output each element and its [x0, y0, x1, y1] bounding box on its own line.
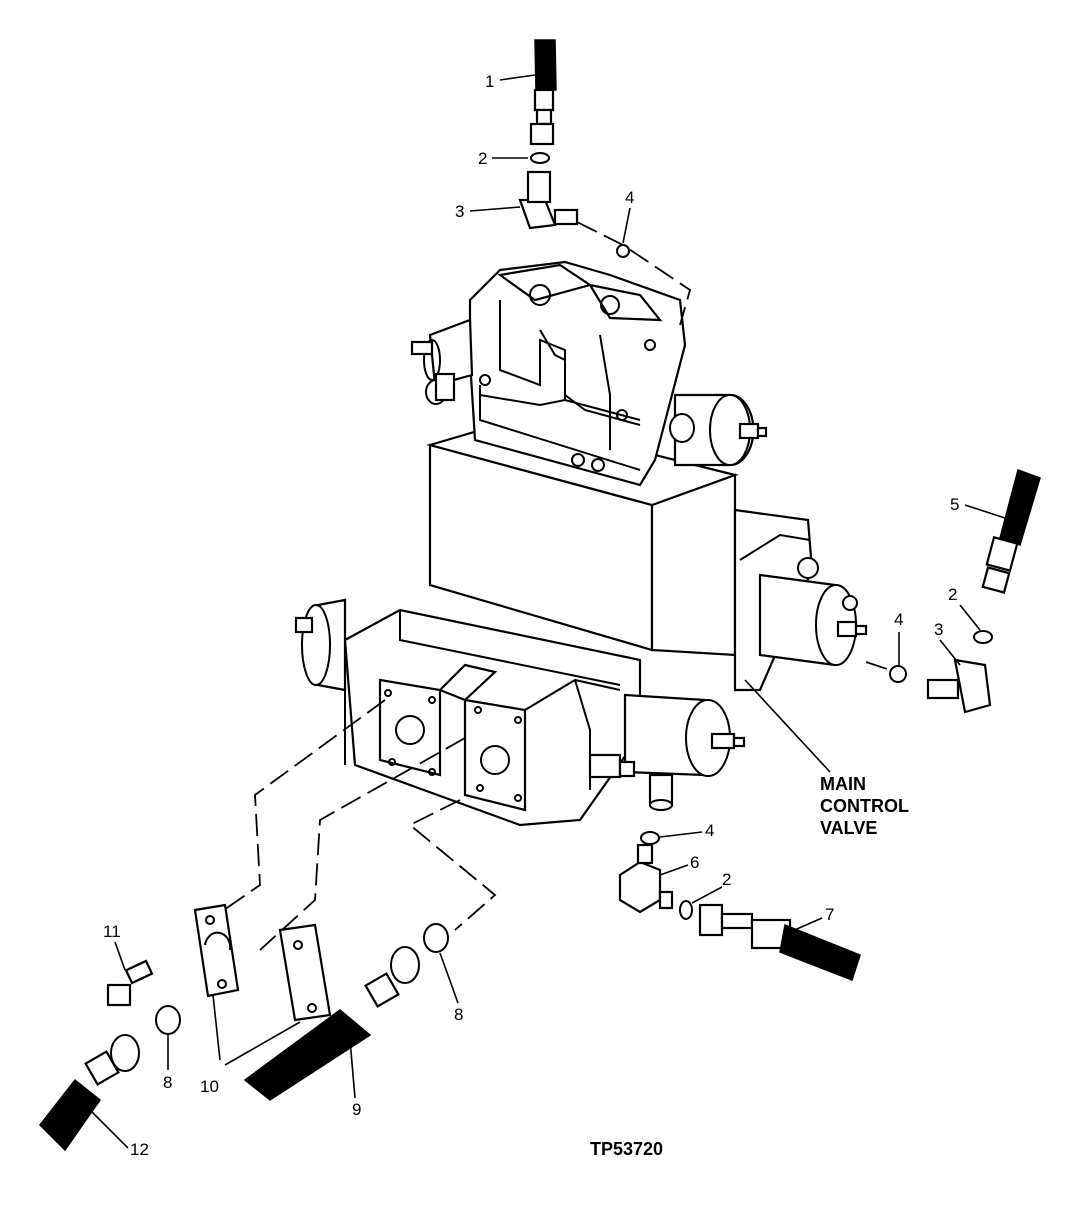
bottom-spool-assembly	[294, 557, 868, 827]
port-flange-right	[463, 698, 527, 812]
o-ring-8-right	[423, 923, 449, 953]
right-hose-assembly	[865, 469, 1041, 714]
o-ring-8-left	[155, 1005, 181, 1035]
cap-screw-11	[106, 983, 132, 1007]
bottom-left-assembly	[39, 699, 497, 1152]
main-control-valve: MAIN CONTROL VALVE	[294, 260, 909, 838]
hose-9	[243, 1009, 372, 1101]
callout-3-top: 3	[455, 202, 464, 221]
hose-7	[779, 923, 861, 981]
o-ring-2-bottom	[679, 900, 693, 920]
port-flange-left	[378, 678, 442, 777]
main-control-valve-label-line2: CONTROL	[820, 796, 909, 816]
bottom-right-hose-assembly	[618, 831, 861, 981]
callout-4-top: 4	[625, 188, 634, 207]
callout-4-bottom: 4	[705, 821, 714, 840]
figure-id: TP53720	[590, 1139, 663, 1159]
top-hose-assembly	[518, 39, 692, 326]
o-ring-4-top	[616, 244, 630, 258]
callouts: 1 2 3 4 5 2 4 3 4 6 2 7 11 8 10 9 8	[89, 72, 1006, 1159]
callout-7: 7	[825, 905, 834, 924]
o-ring-2-top	[530, 152, 550, 164]
callout-2-right: 2	[948, 585, 957, 604]
callout-12: 12	[130, 1140, 149, 1159]
callout-8-left: 8	[163, 1073, 172, 1092]
callout-3-right: 3	[934, 620, 943, 639]
top-pilot-valve	[410, 260, 768, 487]
callout-4-right: 4	[894, 610, 903, 629]
o-ring-4-bottom	[640, 831, 660, 845]
callout-8-right: 8	[454, 1005, 463, 1024]
elbow-fitting-3-right	[953, 658, 992, 714]
o-ring-2-right	[973, 630, 993, 644]
hose-5	[999, 469, 1041, 546]
main-control-valve-label-line1: MAIN	[820, 774, 866, 794]
valve-center-block-side	[650, 473, 737, 657]
o-ring-4-right	[889, 665, 907, 683]
callout-11: 11	[103, 922, 121, 941]
split-flange-half-b	[278, 923, 332, 1022]
elbow-fitting-6	[618, 860, 662, 914]
callout-5: 5	[950, 495, 959, 514]
hose-12	[39, 1078, 102, 1152]
main-control-valve-label-line3: VALVE	[820, 818, 877, 838]
elbow-fitting-3-top	[518, 198, 557, 230]
callout-2-bottom: 2	[722, 870, 731, 889]
callout-10: 10	[200, 1077, 219, 1096]
callout-2-top: 2	[478, 149, 487, 168]
hose-1	[534, 39, 557, 91]
callout-1: 1	[485, 72, 494, 91]
split-flange-half-a	[193, 903, 240, 998]
main-control-valve-leader	[744, 679, 831, 773]
callout-9: 9	[352, 1100, 361, 1119]
callout-6: 6	[690, 853, 699, 872]
